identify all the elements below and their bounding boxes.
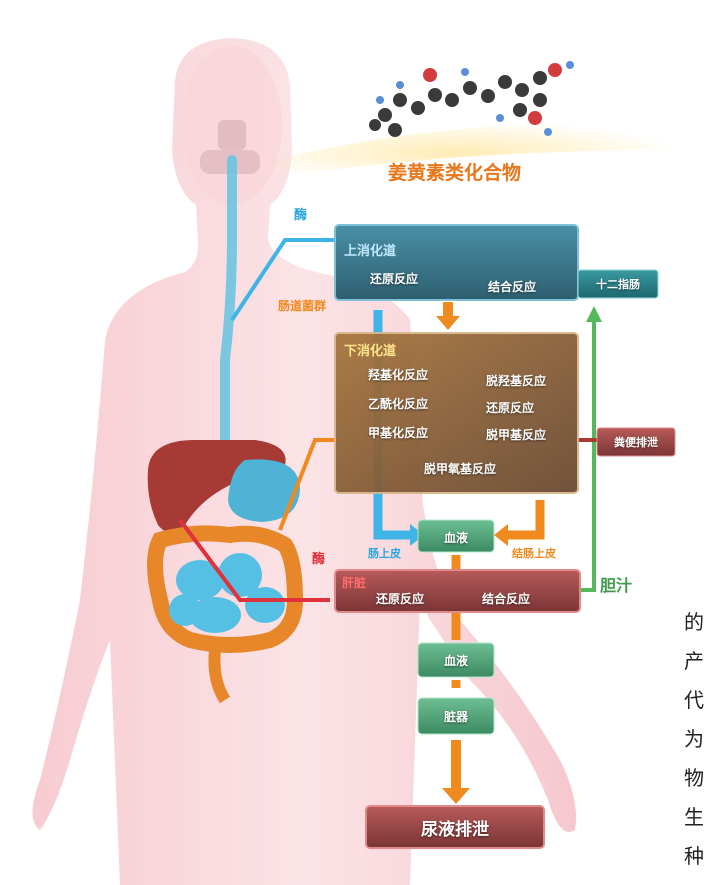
upper-gi-title: 上消化道 bbox=[344, 240, 396, 259]
bile-label: 胆汁 bbox=[600, 572, 632, 596]
side-char-4: 为 bbox=[684, 729, 705, 749]
lower-gi-reaction-r2: 还原反应 bbox=[486, 399, 534, 416]
gut-flora-label: 肠道菌群 bbox=[278, 297, 326, 314]
lower-gi-reaction-r3: 脱甲基反应 bbox=[486, 426, 546, 443]
lower-gi-reaction-l3: 甲基化反应 bbox=[368, 424, 428, 441]
duodenum-label: 十二指肠 bbox=[578, 276, 658, 292]
side-char-3: 代 bbox=[684, 690, 705, 710]
side-char-7: 种 bbox=[684, 846, 705, 866]
lower-gi-reaction-r1: 脱羟基反应 bbox=[486, 372, 546, 389]
enzyme-liver-label: 酶 bbox=[312, 548, 325, 567]
side-char-5: 物 bbox=[684, 768, 705, 788]
side-char-2: 产 bbox=[684, 651, 705, 671]
lower-gi-title: 下消化道 bbox=[344, 340, 396, 359]
side-char-1: 的 bbox=[684, 612, 705, 632]
lower-gi-reaction-bottom: 脱甲氧基反应 bbox=[424, 460, 496, 477]
molecule-label: 姜黄素类化合物 bbox=[388, 158, 521, 185]
side-char-6: 生 bbox=[684, 807, 705, 827]
urine-label: 尿液排泄 bbox=[366, 815, 544, 840]
liver-reaction-2: 结合反应 bbox=[482, 590, 530, 607]
upper-gi-reaction-1: 还原反应 bbox=[370, 270, 418, 287]
small-intestine-epithelium-label: 肠上皮 bbox=[368, 545, 401, 561]
colon-epithelium-label: 结肠上皮 bbox=[512, 545, 556, 561]
enzyme-upper-label: 酶 bbox=[294, 204, 307, 223]
upper-gi-reaction-2: 结合反应 bbox=[488, 278, 536, 295]
blood-label-1: 血液 bbox=[418, 529, 494, 546]
lower-gi-reaction-l1: 羟基化反应 bbox=[368, 366, 428, 383]
lower-gi-reaction-l2: 乙酰化反应 bbox=[368, 395, 428, 412]
feces-label: 粪便排泄 bbox=[597, 434, 675, 450]
organ-label: 脏器 bbox=[418, 708, 494, 725]
blood-label-2: 血液 bbox=[418, 652, 494, 669]
stomach bbox=[228, 459, 300, 522]
liver-box bbox=[335, 570, 580, 612]
upper-gi-box bbox=[335, 225, 578, 300]
liver-reaction-1: 还原反应 bbox=[376, 590, 424, 607]
liver-title: 肝脏 bbox=[342, 574, 366, 591]
